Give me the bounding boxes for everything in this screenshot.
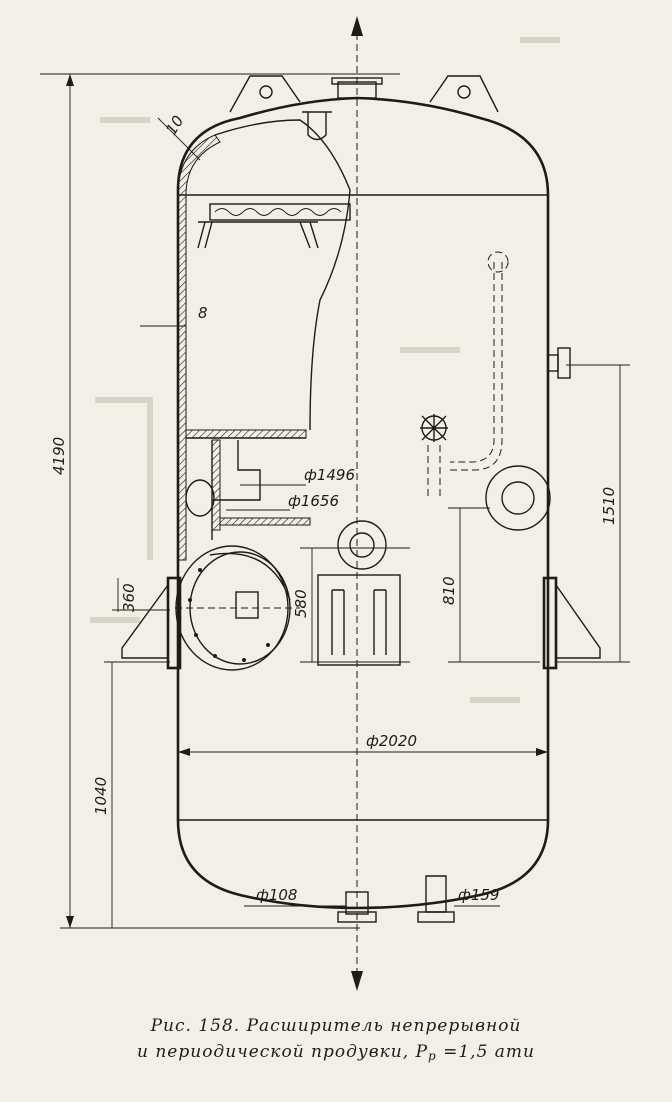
dim-4190: 4190 bbox=[50, 437, 68, 475]
supports bbox=[121, 576, 601, 670]
pressure-subscript: р bbox=[428, 1049, 437, 1063]
vessel-shell bbox=[176, 96, 550, 910]
pressure-value: =1,5 ати bbox=[436, 1042, 535, 1062]
dim-phi159: ф159 bbox=[458, 886, 499, 904]
dim-phi1496: ф1496 bbox=[304, 466, 355, 484]
figure-caption-line1: Рис. 158. Расширитель непрерывной bbox=[150, 1016, 522, 1036]
dim-phi108: ф108 bbox=[256, 886, 297, 904]
dim-580: 580 bbox=[292, 589, 310, 618]
dim-phi2020: ф2020 bbox=[366, 732, 417, 750]
dim-1510: 1510 bbox=[600, 487, 618, 525]
internal-pipe bbox=[420, 251, 509, 500]
caption-prefix: и периодической продувки, bbox=[137, 1042, 416, 1062]
dim-360: 360 bbox=[120, 583, 138, 612]
nozzle-flanges bbox=[317, 347, 571, 666]
top-fittings bbox=[229, 75, 499, 141]
dim-1040: 1040 bbox=[92, 777, 110, 815]
dim-10: 10 bbox=[162, 112, 187, 138]
dimension-lines bbox=[40, 73, 630, 929]
internal-tray bbox=[197, 203, 351, 249]
dim-810: 810 bbox=[440, 576, 458, 605]
figure-caption-line2: и периодической продувки, Pр =1,5 ати bbox=[0, 1042, 672, 1063]
internal-box bbox=[185, 429, 311, 540]
dim-8: 8 bbox=[198, 304, 208, 322]
bleed-through bbox=[90, 37, 560, 703]
dim-phi1656: ф1656 bbox=[288, 492, 339, 510]
center-axis bbox=[351, 16, 363, 991]
manhole bbox=[175, 545, 300, 671]
bottom-nozzles bbox=[337, 875, 455, 923]
pressure-symbol: P bbox=[415, 1042, 429, 1062]
